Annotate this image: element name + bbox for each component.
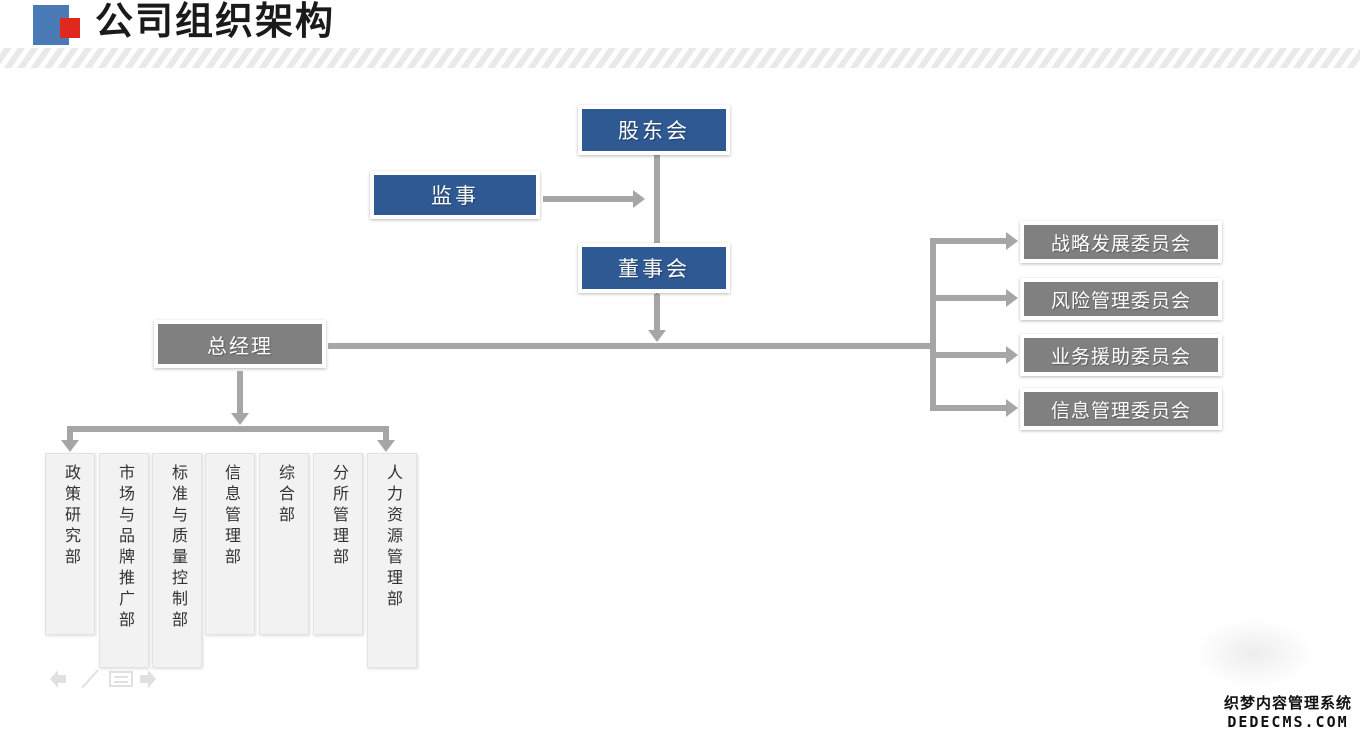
node-dept-standards-quality-label: 标准与质量控制部 [169,464,186,632]
connector-committee-3-arrowhead [1006,346,1018,364]
node-dept-standards-quality[interactable]: 标准与质量控制部 [152,453,202,668]
arrow-left-icon [50,670,66,688]
connector-department-left-drop-line [67,426,73,442]
watermark: 织梦内容管理系统 DEDECMS.COM [1224,695,1352,733]
connector-supervisor-line [543,196,635,202]
node-board-of-directors[interactable]: 董事会 [578,243,730,293]
connector-committee-riser [930,238,936,410]
connector-department-right-drop-line [383,426,389,442]
arrow-right-icon [140,670,156,688]
node-committee-info-label: 信息管理委员会 [1050,400,1191,422]
menu-lines-icon [109,671,133,687]
node-shareholders-meeting-label: 股东会 [618,119,690,143]
connector-committee-2-line [930,295,1012,301]
page-title: 公司组织架构 [95,1,336,43]
node-dept-information-management[interactable]: 信息管理部 [205,453,255,635]
node-committee-strategy[interactable]: 战略发展委员会 [1020,221,1222,263]
node-shareholders-meeting[interactable]: 股东会 [578,105,730,155]
node-dept-marketing-brand[interactable]: 市场与品牌推广部 [99,453,149,668]
node-committee-info[interactable]: 信息管理委员会 [1020,388,1222,430]
node-supervisor[interactable]: 监事 [370,171,540,219]
pen-slash-icon [81,669,99,689]
node-supervisor-label: 监事 [431,184,479,208]
connector-committee-4-arrowhead [1006,399,1018,417]
connector-gm-down-line [237,371,243,415]
node-committee-business-label: 业务援助委员会 [1050,346,1191,368]
connector-department-left-arrowhead [61,440,79,452]
connector-committee-2-arrowhead [1006,289,1018,307]
node-dept-information-management-label: 信息管理部 [222,464,239,569]
connector-committee-4-line [930,405,1012,411]
node-dept-marketing-brand-label: 市场与品牌推广部 [116,464,133,632]
watermark-en-text: DEDECMS.COM [1227,713,1349,732]
connector-committee-1-arrowhead [1006,232,1018,250]
node-committee-strategy-label: 战略发展委员会 [1050,233,1191,255]
node-committee-risk[interactable]: 风险管理委员会 [1020,278,1222,320]
node-dept-general-affairs[interactable]: 综合部 [259,453,309,635]
node-dept-policy-research-label: 政策研究部 [62,464,79,569]
node-dept-branch-management-label: 分所管理部 [330,464,347,569]
connector-supervisor-arrowhead [633,190,645,208]
watermark-glow [1194,618,1314,688]
connector-gm-to-committees-trunk [328,343,936,349]
connector-committee-1-line [930,238,1012,244]
node-dept-general-affairs-label: 综合部 [276,464,293,527]
node-committee-business[interactable]: 业务援助委员会 [1020,334,1222,376]
header-hatch-divider [0,48,1360,68]
watermark-cn-text: 织梦内容管理系统 [1223,695,1352,712]
connector-board-down-arrowhead [648,330,666,342]
node-dept-human-resources-label: 人力资源管理部 [384,464,401,611]
slide-header: 公司组织架构 [0,0,1360,48]
node-general-manager[interactable]: 总经理 [154,320,326,368]
connector-shareholders-to-board-line [654,155,660,285]
slide-nav-icons[interactable] [44,666,174,692]
node-board-of-directors-label: 董事会 [618,257,690,281]
connector-committee-3-line [930,352,1012,358]
node-dept-policy-research[interactable]: 政策研究部 [45,453,95,635]
logo-red-square-icon [60,18,80,38]
node-general-manager-label: 总经理 [207,335,273,358]
connector-board-down-line [654,294,660,332]
connector-gm-down-arrowhead [231,413,249,425]
node-dept-branch-management[interactable]: 分所管理部 [313,453,363,635]
node-committee-risk-label: 风险管理委员会 [1050,290,1191,312]
connector-department-right-arrowhead [377,440,395,452]
node-dept-human-resources[interactable]: 人力资源管理部 [367,453,417,668]
connector-department-bus [67,426,389,432]
